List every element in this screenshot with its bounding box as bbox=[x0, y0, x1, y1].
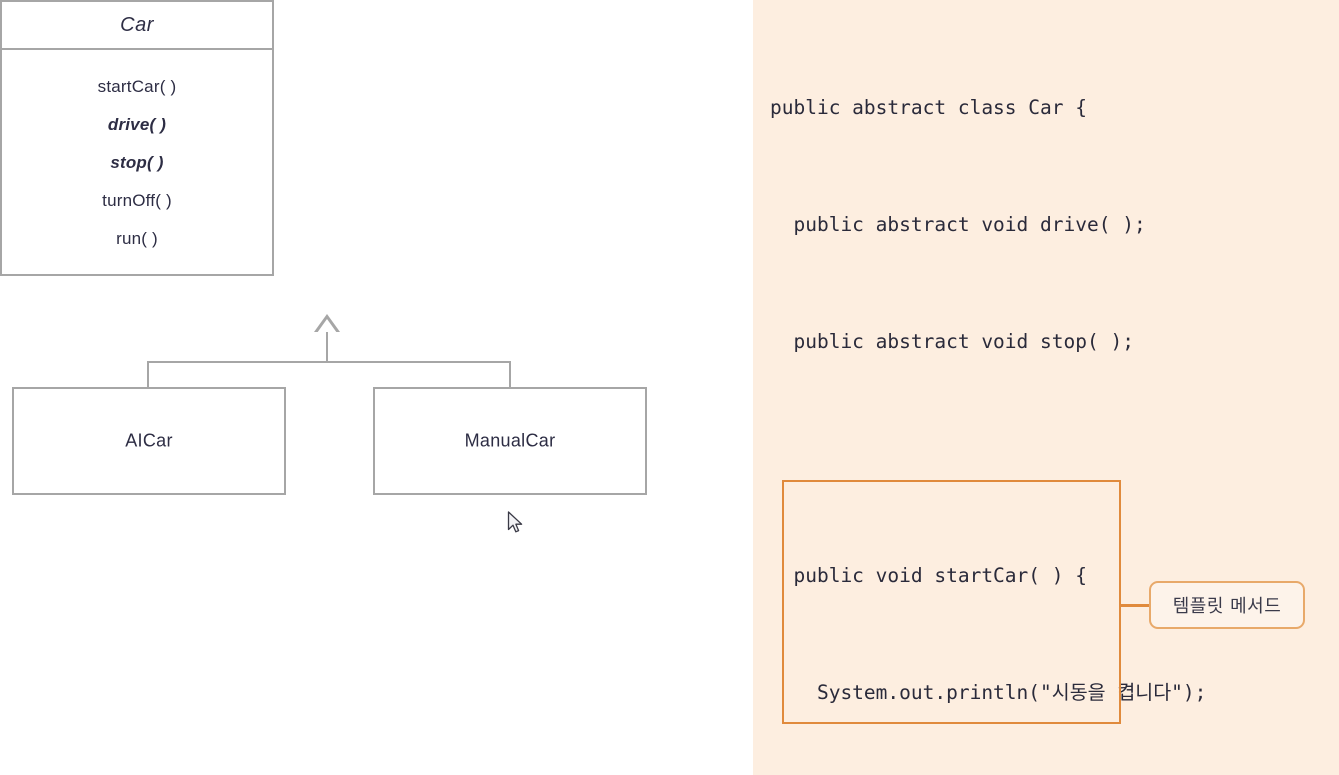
method-turnOff: turnOff( ) bbox=[102, 191, 172, 210]
uml-diagram-panel: Car startCar( ) drive( ) stop( ) turnOff… bbox=[0, 0, 647, 533]
method-list: startCar( ) drive( ) stop( ) turnOff( ) … bbox=[2, 68, 272, 258]
uml-class-car-name: Car bbox=[120, 14, 154, 36]
generalization-stem bbox=[326, 332, 328, 362]
callout-connector-line bbox=[1121, 604, 1165, 607]
template-method-callout: 템플릿 메서드 bbox=[1149, 581, 1305, 629]
method-startCar: startCar( ) bbox=[97, 77, 177, 96]
uml-class-manualcar-name: ManualCar bbox=[464, 430, 556, 451]
uml-class-car[interactable]: Car startCar( ) drive( ) stop( ) turnOff… bbox=[0, 0, 274, 276]
uml-class-aicar-name: AICar bbox=[125, 430, 173, 451]
code-line: public void startCar( ) { bbox=[770, 564, 1087, 587]
method-run: run( ) bbox=[116, 229, 158, 248]
code-line: public abstract void drive( ); bbox=[770, 213, 1146, 236]
code-line: public abstract class Car { bbox=[770, 96, 1087, 119]
java-source-code[interactable]: public abstract class Car { public abstr… bbox=[770, 10, 1218, 775]
code-line: System.out.println("시동을 켭니다"); bbox=[770, 681, 1207, 704]
code-panel[interactable]: public abstract class Car { public abstr… bbox=[753, 0, 1339, 775]
arrow-pointer-icon bbox=[507, 511, 523, 533]
method-stop: stop( ) bbox=[110, 153, 164, 172]
code-line-blank bbox=[770, 439, 1218, 478]
generalization-drop-manualcar bbox=[509, 361, 511, 387]
generalization-arrow-fill-icon bbox=[317, 319, 337, 333]
generalization-drop-aicar bbox=[147, 361, 149, 387]
uml-class-car-methods: startCar( ) drive( ) stop( ) turnOff( ) … bbox=[0, 50, 274, 276]
uml-class-aicar[interactable]: AICar bbox=[12, 387, 286, 495]
callout-label: 템플릿 메서드 bbox=[1172, 596, 1282, 617]
uml-class-car-header: Car bbox=[0, 0, 274, 50]
code-line: public abstract void stop( ); bbox=[770, 330, 1134, 353]
generalization-bus bbox=[147, 361, 511, 363]
method-drive: drive( ) bbox=[107, 115, 167, 134]
uml-class-manualcar[interactable]: ManualCar bbox=[373, 387, 647, 495]
